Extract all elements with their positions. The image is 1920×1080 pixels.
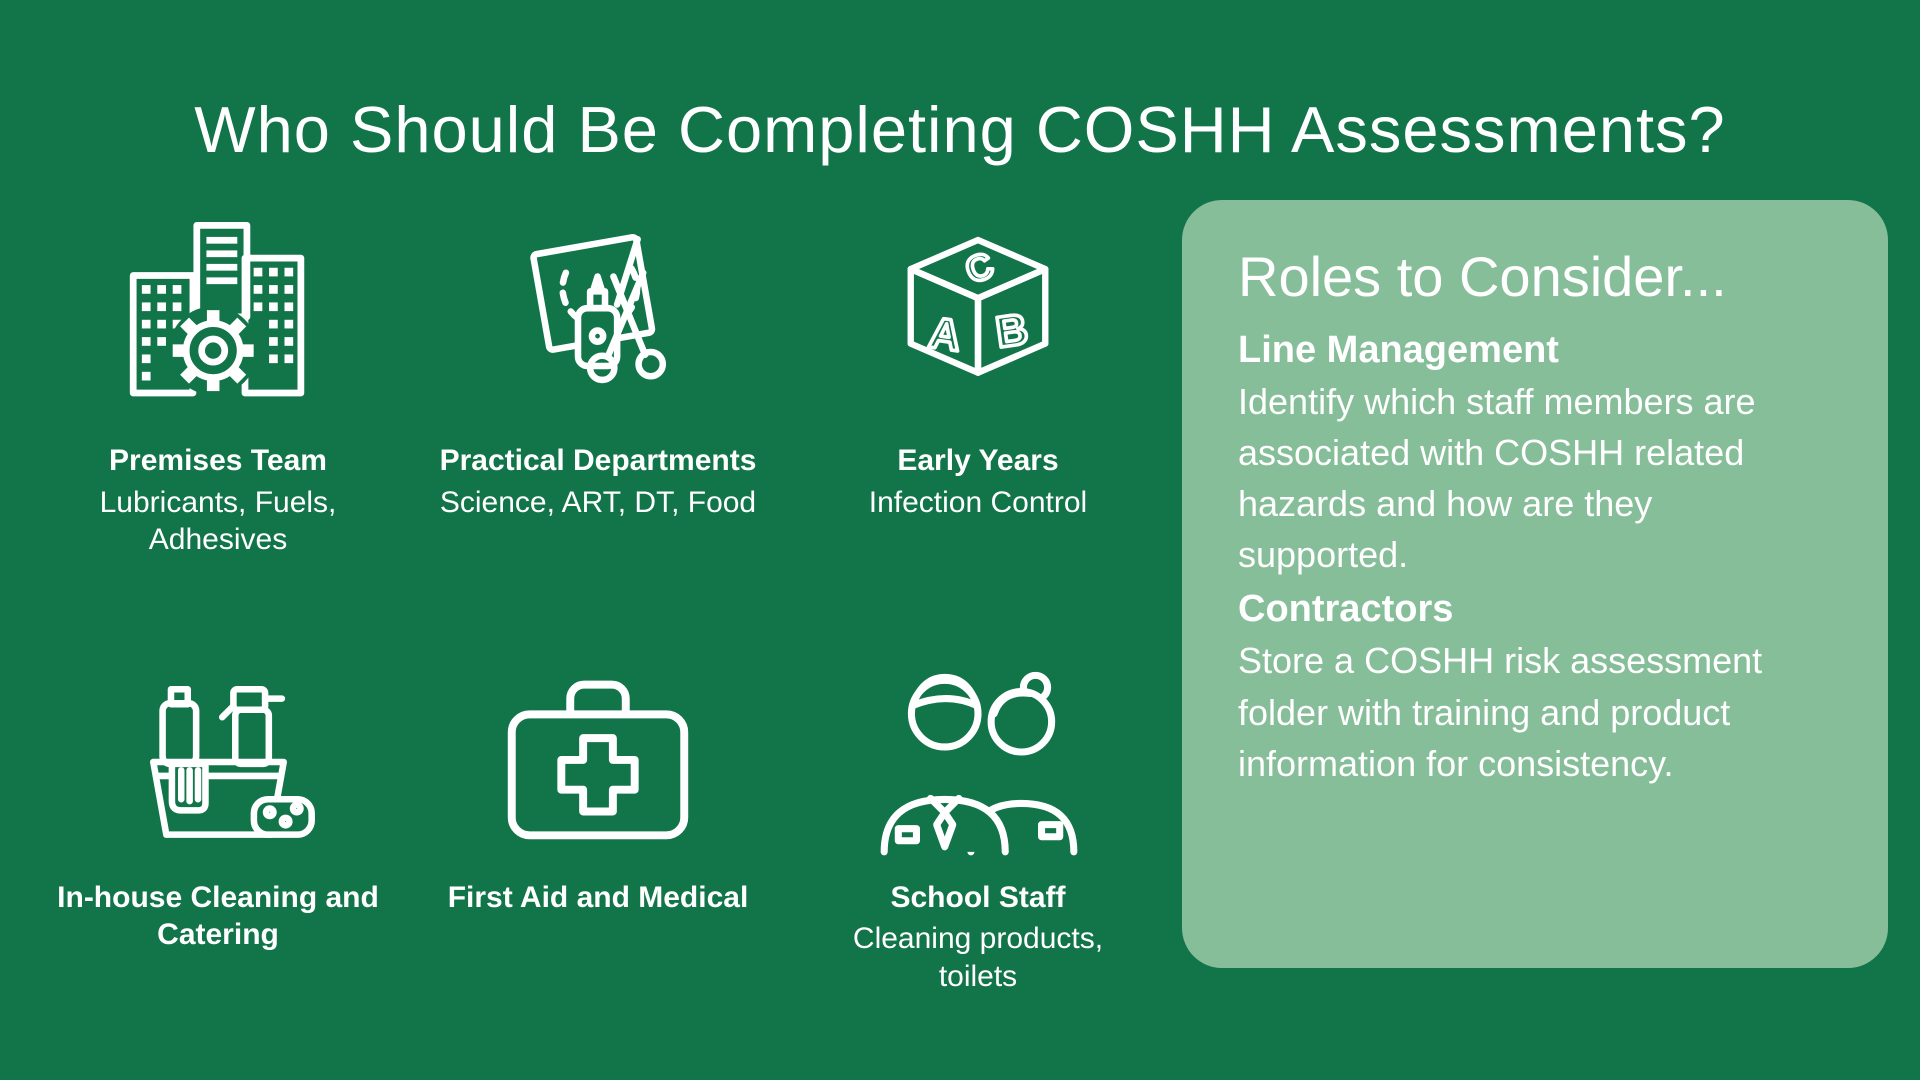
- first-aid-kit-icon: [484, 617, 712, 857]
- roles-panel: Roles to Consider... Line Management Ide…: [1182, 200, 1888, 968]
- art-supplies-icon: [496, 180, 701, 420]
- page-title: Who Should Be Completing COSHH Assessmen…: [194, 92, 1726, 166]
- abc-block-icon: C A B: [878, 180, 1078, 420]
- item-school-staff: School Staff Cleaning products, toilets: [788, 617, 1168, 996]
- item-cleaning-catering: In-house Cleaning and Catering: [28, 617, 408, 996]
- item-early-years: C A B Early Years Infection Control: [788, 180, 1168, 559]
- svg-text:A: A: [926, 309, 964, 361]
- item-title: Premises Team: [109, 444, 327, 477]
- item-subtitle: Cleaning products, toilets: [852, 922, 1104, 993]
- item-title: In-house Cleaning and Catering: [57, 880, 379, 952]
- svg-text:C: C: [960, 244, 999, 292]
- cleaning-bucket-icon: [116, 617, 321, 857]
- item-subtitle: Lubricants, Fuels, Adhesives: [99, 485, 337, 557]
- panel-section-line-management: Line Management Identify which staff mem…: [1238, 329, 1832, 580]
- items-grid: Premises Team Lubricants, Fuels, Adhesiv…: [28, 180, 1168, 995]
- item-title: First Aid and Medical: [447, 880, 749, 914]
- item-practical-departments: Practical Departments Science, ART, DT, …: [408, 180, 788, 559]
- svg-text:B: B: [993, 306, 1031, 358]
- section-body: Store a COSHH risk assessment folder wit…: [1238, 640, 1763, 784]
- buildings-gear-icon: [112, 180, 324, 420]
- item-subtitle: Infection Control: [868, 485, 1088, 519]
- section-heading: Line Management: [1238, 329, 1559, 371]
- item-premises-team: Premises Team Lubricants, Fuels, Adhesiv…: [28, 180, 408, 559]
- item-subtitle: Science, ART, DT, Food: [439, 485, 757, 519]
- item-first-aid: First Aid and Medical: [408, 617, 788, 996]
- item-title: School Staff: [890, 880, 1066, 914]
- section-body: Identify which staff members are associa…: [1238, 381, 1756, 576]
- item-title: Early Years: [897, 444, 1059, 477]
- item-title: Practical Departments: [439, 444, 757, 477]
- section-heading: Contractors: [1238, 588, 1454, 631]
- school-staff-icon: [862, 617, 1094, 857]
- panel-title: Roles to Consider...: [1238, 245, 1727, 308]
- panel-section-contractors: Contractors Store a COSHH risk assessmen…: [1238, 588, 1832, 788]
